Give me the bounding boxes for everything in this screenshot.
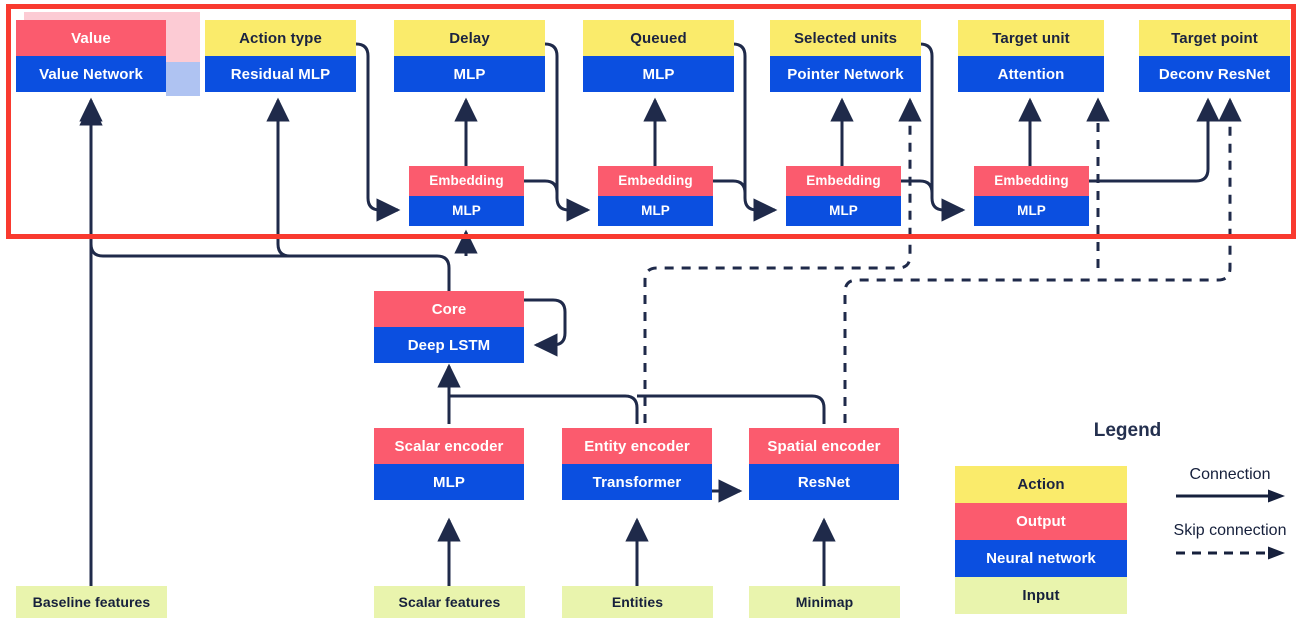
legend-key-connection-label: Connection — [1189, 466, 1271, 483]
node-embedding-delay[interactable]: Embedding MLP — [409, 166, 524, 226]
node-embedding-delay-network: MLP — [409, 196, 524, 226]
node-core-network: Deep LSTM — [374, 327, 524, 363]
node-delay[interactable]: Delay MLP — [394, 20, 545, 92]
node-queued[interactable]: Queued MLP — [583, 20, 734, 92]
node-embedding-queued-output: Embedding — [598, 166, 713, 196]
legend-swatches: Action Output Neural network Input — [955, 466, 1127, 614]
node-embedding-queued[interactable]: Embedding MLP — [598, 166, 713, 226]
node-input-scalar-features-label: Scalar features — [374, 586, 525, 618]
node-spatial-encoder-network: ResNet — [749, 464, 899, 500]
node-embedding-delay-output: Embedding — [409, 166, 524, 196]
legend-key-skip-connection: Skip connection — [1160, 522, 1300, 560]
node-input-scalar-features[interactable]: Scalar features — [374, 586, 525, 618]
node-delay-network: MLP — [394, 56, 545, 92]
legend-key-skip-connection-label: Skip connection — [1173, 522, 1287, 540]
node-embedding-target-unit[interactable]: Embedding MLP — [974, 166, 1089, 226]
node-core[interactable]: Core Deep LSTM — [374, 291, 524, 363]
node-scalar-encoder-output: Scalar encoder — [374, 428, 524, 464]
node-embedding-target-unit-network: MLP — [974, 196, 1089, 226]
node-target-point-action: Target point — [1139, 20, 1290, 56]
legend: Legend Action Output Neural network Inpu… — [955, 420, 1300, 615]
legend-title: Legend — [1093, 420, 1162, 441]
node-queued-network: MLP — [583, 56, 734, 92]
node-target-unit-network: Attention — [958, 56, 1104, 92]
node-input-baseline-features[interactable]: Baseline features — [16, 586, 167, 618]
node-input-minimap-label: Minimap — [749, 586, 900, 618]
legend-swatch-input: Input — [955, 577, 1127, 614]
node-action-type-network: Residual MLP — [205, 56, 356, 92]
node-entity-encoder[interactable]: Entity encoder Transformer — [562, 428, 712, 500]
node-spatial-encoder[interactable]: Spatial encoder ResNet — [749, 428, 899, 500]
node-action-type[interactable]: Action type Residual MLP — [205, 20, 356, 92]
node-value-network: Value Network — [16, 56, 166, 92]
node-value[interactable]: Value Value Network — [16, 20, 166, 92]
node-input-baseline-features-label: Baseline features — [16, 586, 167, 618]
node-embedding-selected-units-network: MLP — [786, 196, 901, 226]
legend-key-connection: Connection — [1160, 466, 1300, 504]
node-selected-units[interactable]: Selected units Pointer Network — [770, 20, 921, 92]
dashed-arrow-icon — [1176, 546, 1285, 560]
node-target-unit[interactable]: Target unit Attention — [958, 20, 1104, 92]
node-value-action: Value — [16, 20, 166, 56]
node-selected-units-action: Selected units — [770, 20, 921, 56]
node-action-type-action: Action type — [205, 20, 356, 56]
node-input-entities-label: Entities — [562, 586, 713, 618]
node-target-point-network: Deconv ResNet — [1139, 56, 1290, 92]
node-scalar-encoder-network: MLP — [374, 464, 524, 500]
node-delay-action: Delay — [394, 20, 545, 56]
node-embedding-queued-network: MLP — [598, 196, 713, 226]
node-target-unit-action: Target unit — [958, 20, 1104, 56]
node-scalar-encoder[interactable]: Scalar encoder MLP — [374, 428, 524, 500]
node-input-minimap[interactable]: Minimap — [749, 586, 900, 618]
node-input-entities[interactable]: Entities — [562, 586, 713, 618]
node-queued-action: Queued — [583, 20, 734, 56]
solid-arrow-icon — [1176, 489, 1285, 503]
node-spatial-encoder-output: Spatial encoder — [749, 428, 899, 464]
node-core-output: Core — [374, 291, 524, 327]
node-embedding-selected-units[interactable]: Embedding MLP — [786, 166, 901, 226]
legend-swatch-action: Action — [955, 466, 1127, 503]
node-embedding-selected-units-output: Embedding — [786, 166, 901, 196]
node-embedding-target-unit-output: Embedding — [974, 166, 1089, 196]
node-entity-encoder-output: Entity encoder — [562, 428, 712, 464]
legend-swatch-neural-network: Neural network — [955, 540, 1127, 577]
node-target-point[interactable]: Target point Deconv ResNet — [1139, 20, 1290, 92]
legend-swatch-output: Output — [955, 503, 1127, 540]
node-selected-units-network: Pointer Network — [770, 56, 921, 92]
legend-keys: Connection Skip connection — [1160, 466, 1300, 579]
node-entity-encoder-network: Transformer — [562, 464, 712, 500]
